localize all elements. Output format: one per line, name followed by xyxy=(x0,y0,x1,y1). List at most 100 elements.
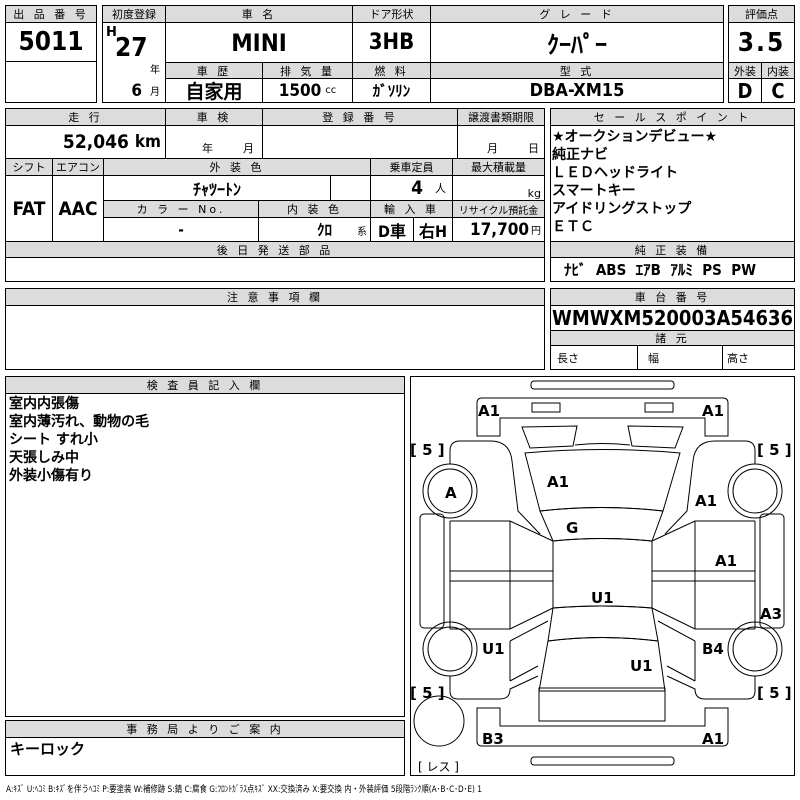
label-right-rear-fender: B4 xyxy=(702,640,724,658)
handle-side: 右H xyxy=(413,217,453,242)
exterior-grade: D xyxy=(728,78,762,103)
transfer-date: 月 日 xyxy=(457,125,545,159)
max-load: kg xyxy=(452,175,545,201)
max-load-unit: kg xyxy=(527,187,541,200)
mileage: 52,046 km xyxy=(5,125,166,159)
right-body xyxy=(651,440,756,700)
shift-label: シフト xyxy=(5,158,53,176)
int-color-value: ｸﾛ xyxy=(316,221,332,239)
inspector-note: 室内薄汚れ、動物の毛 xyxy=(9,414,150,430)
interior-label: 内装 xyxy=(761,62,795,79)
left-sill xyxy=(419,513,445,629)
label-windshield: G xyxy=(566,519,578,537)
equipment-label: 純 正 装 備 xyxy=(550,241,795,258)
car-damage-diagram: A1 A1 [ 5 ] [ 5 ] A A1 A1 G A1 U1 A3 U1 … xyxy=(410,380,792,774)
reg-no-label: 登 録 番 号 xyxy=(262,108,458,126)
grade-label: グ レ ー ド xyxy=(430,5,724,23)
capacity-label: 乗車定員 xyxy=(370,158,453,176)
diagram-box xyxy=(410,376,795,776)
headlight-right xyxy=(644,402,674,413)
max-load-label: 最大積載量 xyxy=(452,158,545,176)
sales-point: アイドリングストップ xyxy=(552,201,692,217)
inspection-date: 年 月 xyxy=(165,125,263,159)
rear-bottom-bar xyxy=(530,756,675,766)
office-label: 事 務 局 よ り ご 案 内 xyxy=(5,720,405,738)
int-color-label: 内 装 色 xyxy=(258,200,371,218)
label-tire-fl: [ 5 ] xyxy=(410,441,445,459)
score-label: 評価点 xyxy=(728,5,795,23)
inspection-label: 車 検 xyxy=(165,108,263,126)
label-tire-rr: [ 5 ] xyxy=(757,684,792,702)
interior-grade: C xyxy=(761,78,795,103)
sales-points-label: セ ー ル ス ポ イ ン ト xyxy=(550,108,795,126)
reg-year: 27 xyxy=(115,33,148,63)
label-roof: U1 xyxy=(591,589,614,607)
ext-color: ﾁｬﾂｰﾄﾝ xyxy=(103,175,331,201)
height: 高さ xyxy=(722,345,795,370)
color-no: - xyxy=(103,217,259,242)
label-tire-rl: [ 5 ] xyxy=(410,684,445,702)
car-name: MINI xyxy=(165,22,353,63)
inspection-year-unit: 年 xyxy=(202,142,213,155)
headlight-left xyxy=(531,402,561,413)
rear-bumper xyxy=(476,707,729,747)
lot-number: 5011 xyxy=(18,27,84,57)
recycle: 17,700 円 xyxy=(452,217,545,242)
color-no-label: カ ラ ー No. xyxy=(103,200,259,218)
inspector-note: シート すれ小 xyxy=(9,432,98,448)
inspector-notes: 室内内張傷 室内薄汚れ、動物の毛 シート すれ小 天張しみ中 外装小傷有り xyxy=(9,395,149,485)
lot-label: 出 品 番 号 xyxy=(5,5,97,23)
front-top-bar xyxy=(530,380,675,390)
sales-point: スマートキー xyxy=(552,183,636,199)
recycle-value: 17,700 xyxy=(469,219,529,240)
rear-window xyxy=(547,605,659,642)
era: H xyxy=(106,25,117,40)
door-type: 3HB xyxy=(352,22,431,63)
ext-color-label: 外 装 色 xyxy=(103,158,371,176)
capacity-unit: 人 xyxy=(435,182,446,195)
label-left-rear-fender: U1 xyxy=(482,640,505,658)
office-text: キーロック xyxy=(10,740,86,758)
capacity: 4 人 xyxy=(370,175,453,201)
reg-no-value xyxy=(262,125,458,159)
year-unit: 年 xyxy=(150,65,160,76)
label-front-right-bumper: A1 xyxy=(702,402,724,420)
fuel: ｶﾞｿﾘﾝ xyxy=(352,78,431,103)
label-hood: A1 xyxy=(547,473,569,491)
front-bumper xyxy=(476,397,729,437)
transfer-label: 譲渡書類期限 xyxy=(457,108,545,126)
lot-blank xyxy=(5,61,97,103)
int-color: ｸﾛ 系 xyxy=(258,217,371,242)
ac: AAC xyxy=(52,175,104,242)
label-right-front-fender: A1 xyxy=(695,492,717,510)
capacity-value: 4 xyxy=(411,177,423,199)
model-label: 型 式 xyxy=(430,62,724,79)
reg-month-value: 6 xyxy=(131,80,142,101)
length: 長さ xyxy=(550,345,638,370)
history: 自家用 xyxy=(165,78,263,103)
history-label: 車 歴 xyxy=(165,62,263,79)
mileage-label: 走 行 xyxy=(5,108,166,126)
model: DBA-XM15 xyxy=(430,78,724,103)
month-unit: 月 xyxy=(150,87,160,98)
int-color-suffix: 系 xyxy=(357,227,367,238)
sales-points-list: ★オークションデビュー★ 純正ナビ ＬＥＤヘッドライト スマートキー アイドリン… xyxy=(552,128,717,236)
ext-color-extra xyxy=(330,175,371,201)
label-trunk: U1 xyxy=(630,657,653,675)
fuel-label: 燃 料 xyxy=(352,62,431,79)
ac-label: エアコン xyxy=(52,158,104,176)
label-rear-right-bumper: A1 xyxy=(702,730,724,748)
exterior-label: 外装 xyxy=(728,62,762,79)
transfer-day-unit: 日 xyxy=(528,142,539,155)
label-right-front-door: A1 xyxy=(715,552,737,570)
grade: ｸｰﾊﾟｰ xyxy=(430,22,724,63)
inspector-label: 検 査 員 記 入 欄 xyxy=(5,376,405,394)
recycle-unit: 円 xyxy=(531,226,541,237)
label-right-sill: A3 xyxy=(760,605,782,623)
inspector-note: 室内内張傷 xyxy=(9,396,79,412)
grille xyxy=(521,425,684,449)
inspector-note: 外装小傷有り xyxy=(9,468,93,484)
sales-point: ★オークションデビュー★ xyxy=(552,129,718,145)
transfer-month-unit: 月 xyxy=(487,142,498,155)
sales-point: ＬＥＤヘッドライト xyxy=(552,165,678,181)
